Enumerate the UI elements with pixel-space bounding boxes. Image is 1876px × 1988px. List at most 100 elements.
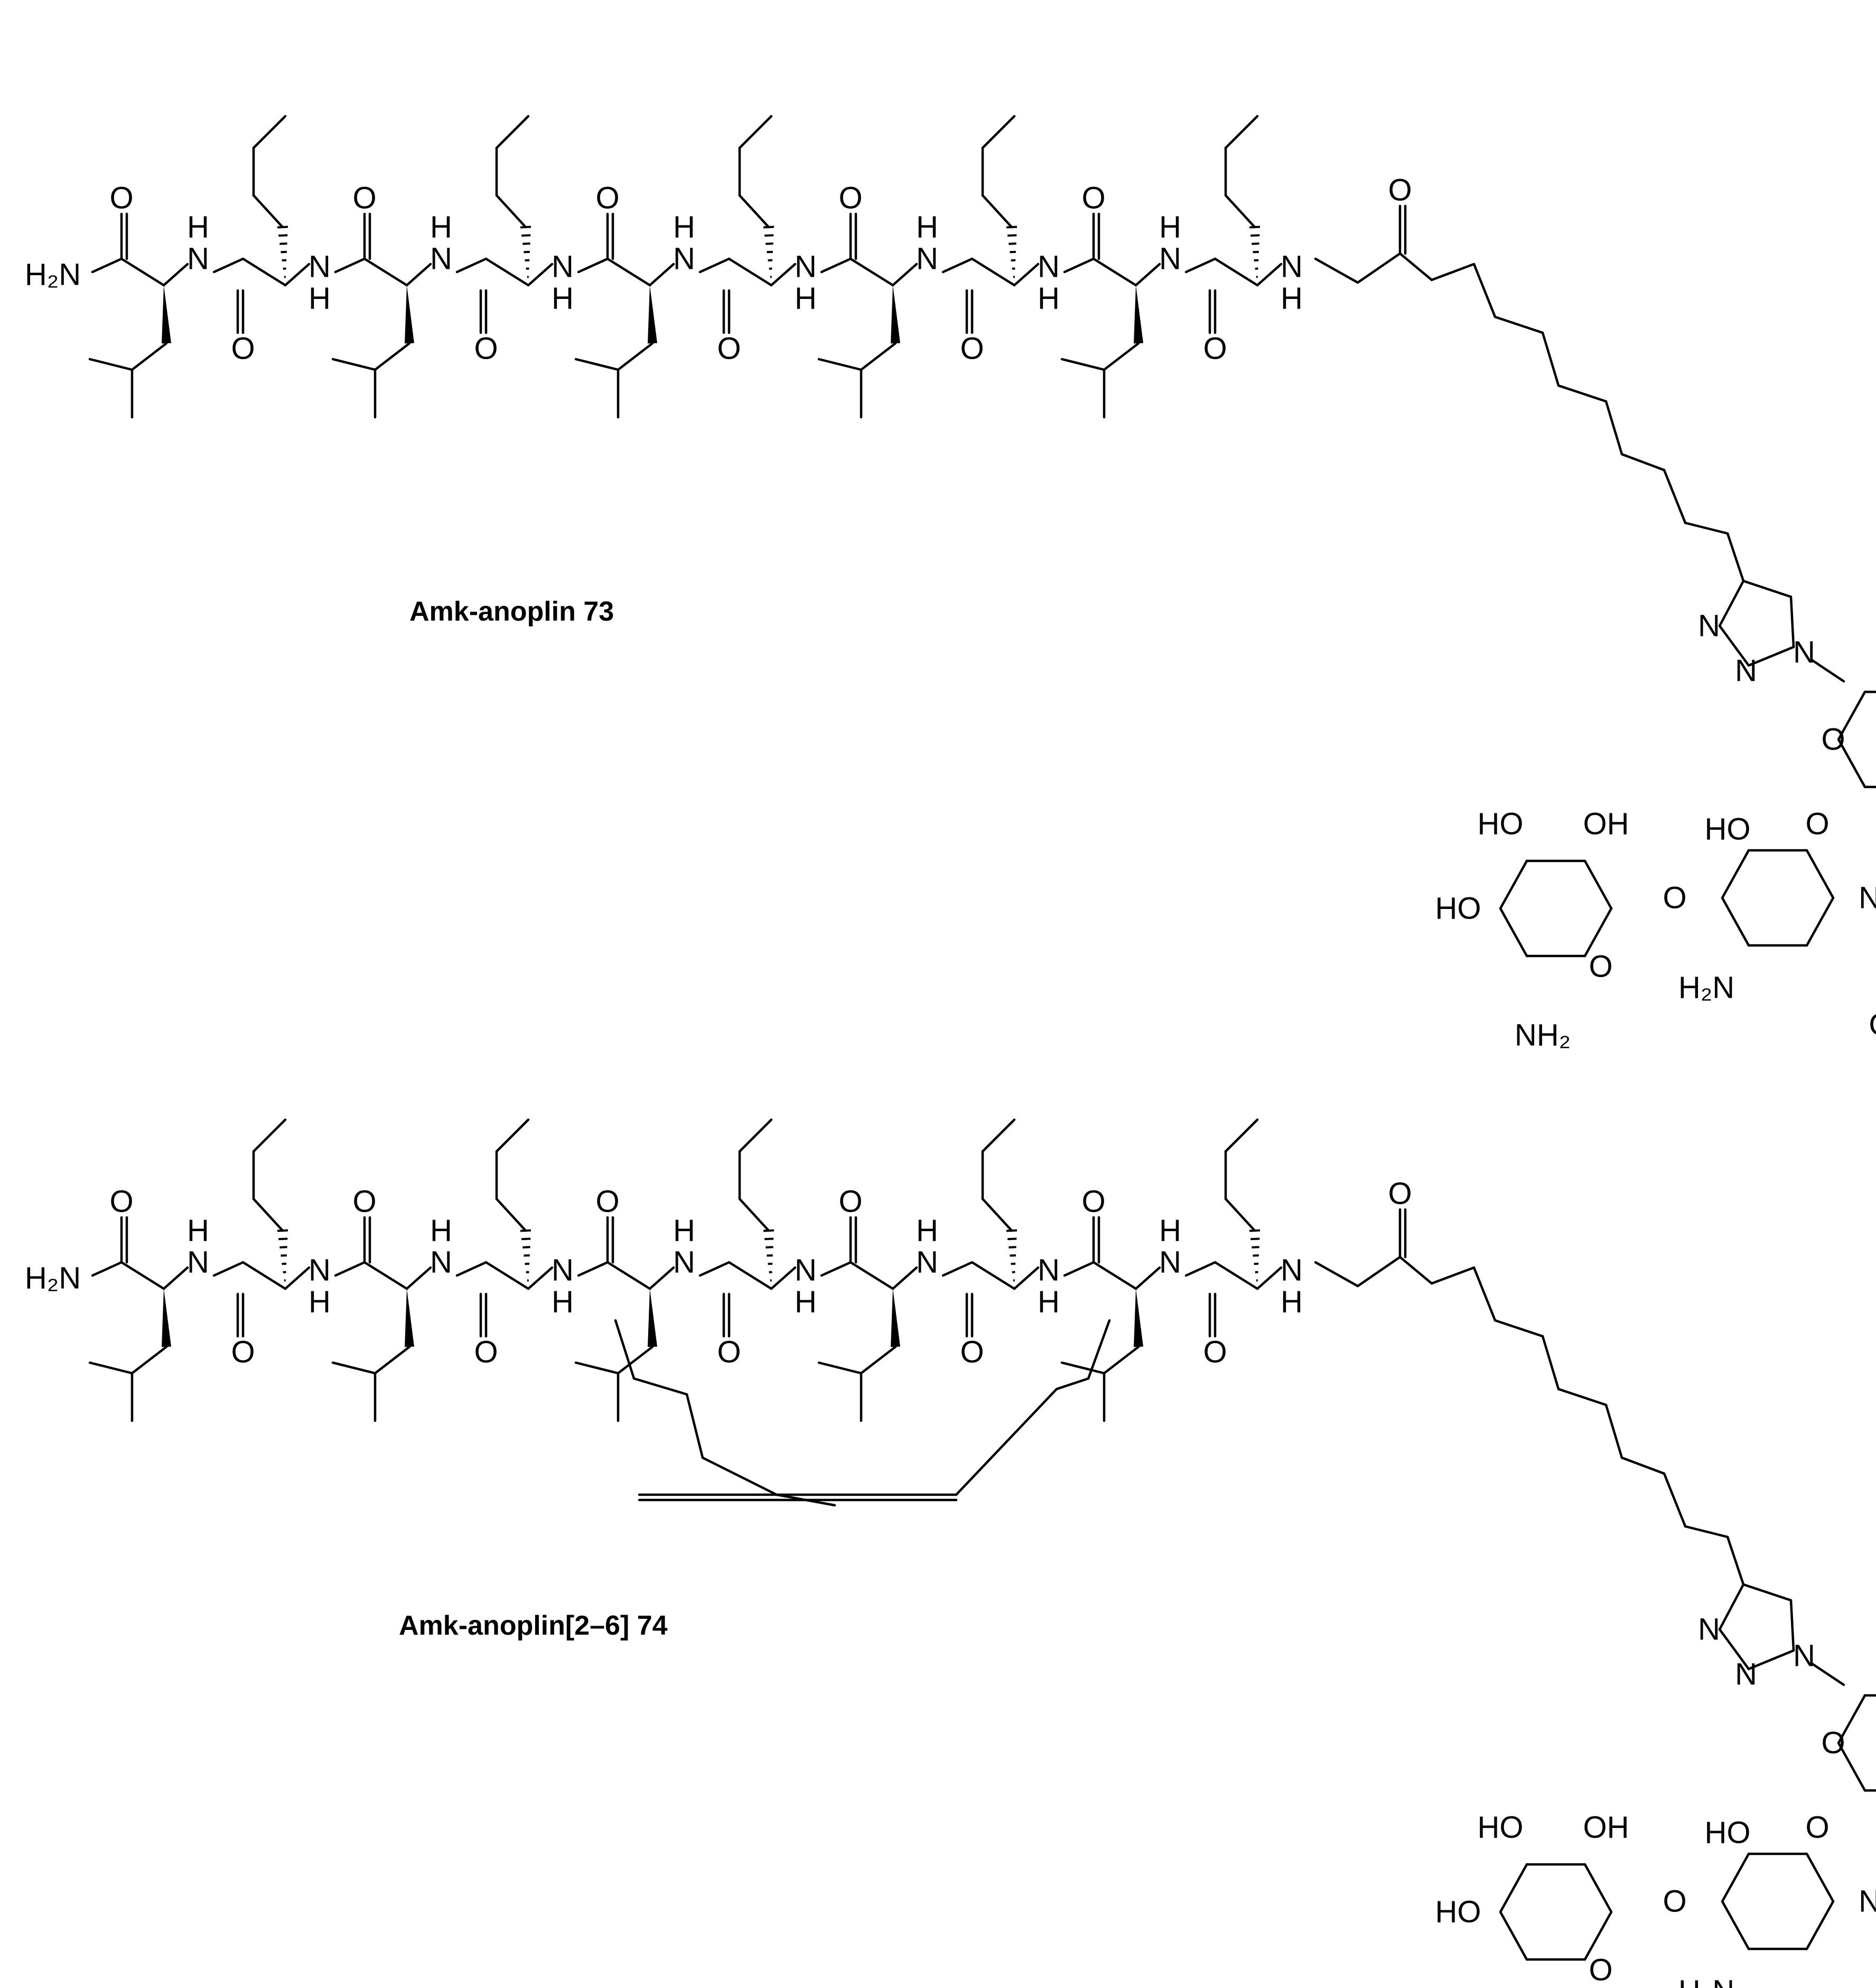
carbonyl-oxygen: O <box>474 332 498 366</box>
bond <box>1789 595 1795 649</box>
bond <box>495 194 527 229</box>
bond <box>363 1261 408 1290</box>
bond <box>241 257 287 287</box>
amide-nitrogen: N <box>430 1245 452 1280</box>
bond <box>1398 252 1433 282</box>
bond <box>1499 1863 1528 1914</box>
carbonyl-oxygen: O <box>1203 332 1227 366</box>
bond <box>1742 579 1793 598</box>
hash-bond <box>277 1229 288 1282</box>
wedge-bond <box>405 1289 414 1347</box>
wedge-bond <box>648 1289 657 1347</box>
compound-label-74: Amk-anoplin[2–6] 74 <box>399 1610 668 1641</box>
bond <box>495 1197 527 1232</box>
amide-hydrogen: H <box>673 1214 695 1248</box>
bond <box>738 1118 773 1153</box>
carbonyl-oxygen: O <box>838 181 862 215</box>
amide-hydrogen: H <box>916 1214 938 1248</box>
bond <box>1742 1583 1793 1602</box>
amine-label: H₂N <box>1678 971 1734 1005</box>
amide-nh-label: NH <box>1859 881 1876 915</box>
bond <box>941 1261 974 1277</box>
bond <box>1356 252 1402 284</box>
bond <box>955 1387 1058 1496</box>
amide-nitrogen: N <box>552 1253 574 1288</box>
bond <box>738 1197 770 1232</box>
amide-hydrogen: H <box>552 282 574 316</box>
bond <box>1620 1456 1666 1475</box>
amide-nitrogen: N <box>673 1245 695 1280</box>
bond <box>527 1266 554 1290</box>
bond <box>648 262 675 287</box>
bond <box>1499 859 1528 910</box>
carbonyl-oxygen: O <box>352 181 376 215</box>
bond <box>120 1261 165 1290</box>
amide-hydrogen: H <box>1159 1214 1181 1248</box>
wedge-bond <box>891 285 900 344</box>
bond <box>495 1118 530 1153</box>
amide-nitrogen: N <box>1038 250 1060 284</box>
hash-bond <box>277 226 288 278</box>
hydroxyl-label: HO <box>1435 1895 1481 1929</box>
bond <box>1134 1266 1161 1290</box>
bond <box>91 257 123 274</box>
bond <box>1224 1118 1259 1153</box>
bond <box>1184 257 1217 274</box>
bond <box>820 1261 852 1277</box>
wedge-bond <box>1134 285 1143 344</box>
wedge-bond <box>891 1289 900 1347</box>
amide-hydrogen: H <box>309 1285 331 1319</box>
bond <box>1805 1852 1835 1903</box>
bond <box>1789 1599 1795 1652</box>
amide-hydrogen: H <box>430 210 452 245</box>
amide-nitrogen: N <box>1159 1245 1181 1280</box>
bond <box>1214 257 1259 287</box>
bond <box>1134 262 1161 287</box>
bond <box>970 1261 1016 1290</box>
bond <box>1604 1403 1623 1459</box>
bond <box>130 342 168 371</box>
bond <box>252 1118 287 1153</box>
amide-nitrogen: N <box>1038 1253 1060 1288</box>
bond <box>1499 1910 1528 1961</box>
hydroxyl-label: HO <box>1705 812 1751 847</box>
hash-bond <box>520 1229 531 1282</box>
ring-oxygen: O <box>1821 723 1845 757</box>
bond <box>1314 257 1359 284</box>
bond <box>770 1266 797 1290</box>
bond <box>1103 342 1140 371</box>
bond <box>1684 1525 1729 1539</box>
bond <box>617 342 654 371</box>
bond <box>727 1261 773 1290</box>
amide-nitrogen: N <box>430 242 452 276</box>
wedge-bond <box>1134 1289 1143 1347</box>
bond <box>606 257 651 287</box>
bond <box>981 115 1016 149</box>
bond <box>970 257 1016 287</box>
bond <box>606 1261 651 1290</box>
carbonyl-oxygen: O <box>838 1185 862 1219</box>
bond <box>1103 1345 1140 1375</box>
triazole-nitrogen: N <box>1735 1657 1757 1692</box>
bond <box>941 257 974 274</box>
wedge-bond <box>648 285 657 344</box>
wedge-bond <box>162 1289 171 1347</box>
bond <box>1472 262 1497 318</box>
bond <box>1063 257 1095 274</box>
ring-oxygen: O <box>1589 1953 1612 1987</box>
bond <box>527 262 554 287</box>
bond <box>981 194 1013 229</box>
bond <box>614 1319 636 1380</box>
bond <box>1055 1377 1090 1391</box>
amide-nitrogen: N <box>916 1245 938 1280</box>
amide-nitrogen: N <box>673 242 695 276</box>
amide-hydrogen: H <box>187 210 209 245</box>
bond <box>738 194 770 229</box>
bond <box>860 1345 897 1375</box>
bond <box>648 1266 675 1290</box>
bond <box>1356 1255 1402 1288</box>
bond <box>1557 384 1608 403</box>
bond <box>1541 331 1560 387</box>
bond <box>1499 907 1528 958</box>
